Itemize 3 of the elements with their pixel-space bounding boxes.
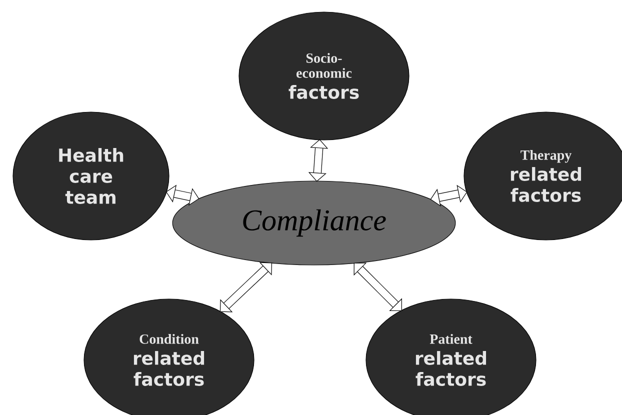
double-arrow <box>354 262 402 311</box>
double-arrow <box>220 262 272 312</box>
double-arrow <box>430 184 468 207</box>
